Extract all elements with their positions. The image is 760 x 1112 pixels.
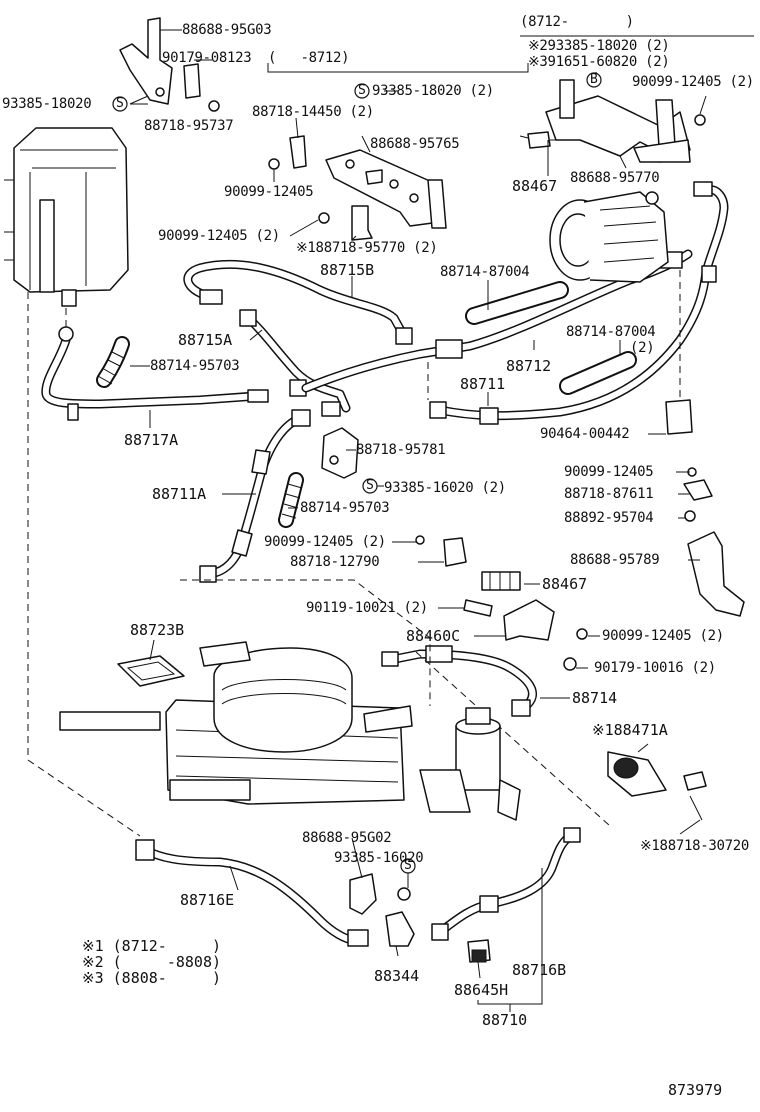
label-88711: 88711 bbox=[460, 375, 506, 393]
label-90099-12405-2c: 90099-12405 (2) bbox=[264, 534, 386, 550]
bracket-88688-95765 bbox=[325, 149, 447, 229]
label-90099-12405-2d: 90099-12405 (2) bbox=[602, 628, 724, 644]
label-88892-95704: 88892-95704 bbox=[564, 510, 654, 526]
label-88688-95770: 88688-95770 bbox=[570, 170, 660, 186]
condenser-assembly bbox=[59, 641, 413, 805]
bracket-88688-95770 bbox=[545, 79, 706, 163]
legend-line-2: ※2 ( -8808) bbox=[82, 953, 221, 971]
label-90119-10021: 90119-10021 (2) bbox=[306, 600, 428, 616]
label-188718-95770: ※188718-95770 (2) bbox=[296, 240, 438, 256]
figure-number: 873979 bbox=[668, 1081, 723, 1099]
label-88715B: 88715B bbox=[320, 261, 375, 279]
label-88718-12790: 88718-12790 bbox=[290, 554, 380, 570]
evaporator-unit bbox=[4, 127, 129, 307]
label-88645H: 88645H bbox=[454, 981, 509, 999]
label-88688-95765: 88688-95765 bbox=[370, 136, 460, 152]
label-93385-16020-2: 93385-16020 (2) bbox=[384, 480, 506, 496]
label-88710: 88710 bbox=[482, 1011, 528, 1029]
label-93385-18020-left: 93385-18020 bbox=[2, 96, 92, 112]
label-88688-95G02: 88688-95G02 bbox=[302, 830, 392, 846]
label-two: (2) bbox=[630, 340, 655, 356]
label-8712-from: (8712- ) bbox=[520, 14, 634, 30]
label-88467-top: 88467 bbox=[512, 177, 558, 195]
label-88718-14450: 88718-14450 (2) bbox=[252, 104, 374, 120]
label-90179-10016: 90179-10016 (2) bbox=[594, 660, 716, 676]
label-93385-16020: 93385-16020 bbox=[334, 850, 424, 866]
label-88716B: 88716B bbox=[512, 961, 567, 979]
s-marker: S bbox=[404, 858, 412, 873]
label-88467-mid: 88467 bbox=[542, 575, 588, 593]
label-88718-95781: 88718-95781 bbox=[356, 442, 446, 458]
label-90099-12405-2a: 90099-12405 (2) bbox=[158, 228, 280, 244]
label-88344: 88344 bbox=[374, 967, 420, 985]
label-88688-95G03: 88688-95G03 bbox=[182, 22, 272, 38]
label-93385-18020-2: 93385-18020 (2) bbox=[372, 83, 494, 99]
label-90099-12405-a: 90099-12405 bbox=[224, 184, 314, 200]
label-88712: 88712 bbox=[506, 357, 552, 375]
label-88714-95703-a: 88714-95703 bbox=[150, 358, 240, 374]
label-88718-95737: 88718-95737 bbox=[144, 118, 234, 134]
label-90099-12405-2b: 90099-12405 (2) bbox=[632, 74, 754, 90]
legend: ※1 (8712- ) ※2 ( -8808) ※3 (8808- ) bbox=[82, 938, 221, 986]
label-90179-08123: 90179-08123 bbox=[162, 50, 252, 66]
s-marker: S bbox=[366, 478, 374, 493]
label-88716E: 88716E bbox=[180, 891, 235, 909]
label-88717A: 88717A bbox=[124, 431, 179, 449]
label-90099-12405-c: 90099-12405 bbox=[564, 464, 654, 480]
legend-line-3: ※3 (8808- ) bbox=[82, 969, 221, 987]
switch-88471A bbox=[607, 751, 707, 821]
bracket-8712-range bbox=[267, 63, 529, 73]
b-marker: B bbox=[590, 72, 598, 87]
bracket-88688-95G03 bbox=[119, 17, 220, 112]
s-marker: S bbox=[358, 83, 366, 98]
label-88688-95789: 88688-95789 bbox=[570, 552, 660, 568]
receiver-drier bbox=[419, 707, 521, 821]
leader-lines bbox=[130, 71, 707, 979]
s-marker: S bbox=[116, 96, 124, 111]
label-188718-30720: ※188718-30720 bbox=[640, 838, 749, 854]
label-88718-87611: 88718-87611 bbox=[564, 486, 654, 502]
compressor bbox=[549, 191, 669, 283]
legend-line-1: ※1 (8712- ) bbox=[82, 937, 221, 955]
label-293385-18020: ※293385-18020 (2) bbox=[528, 38, 670, 54]
label-88714-95703-b: 88714-95703 bbox=[300, 500, 390, 516]
label-188471A: ※188471A bbox=[592, 721, 668, 739]
label-391651-60820: ※391651-60820 (2) bbox=[528, 54, 670, 70]
label-88714: 88714 bbox=[572, 689, 618, 707]
label-88723B: 88723B bbox=[130, 621, 185, 639]
label-88460C: 88460C bbox=[406, 627, 461, 645]
label-8712-range: ( -8712) bbox=[268, 50, 350, 66]
label-88714-87004-b: 88714-87004 bbox=[566, 324, 656, 340]
label-90464-00442: 90464-00442 bbox=[540, 426, 630, 442]
label-88711A: 88711A bbox=[152, 485, 207, 503]
label-88715A: 88715A bbox=[178, 331, 233, 349]
label-88714-87004-a: 88714-87004 bbox=[440, 264, 530, 280]
